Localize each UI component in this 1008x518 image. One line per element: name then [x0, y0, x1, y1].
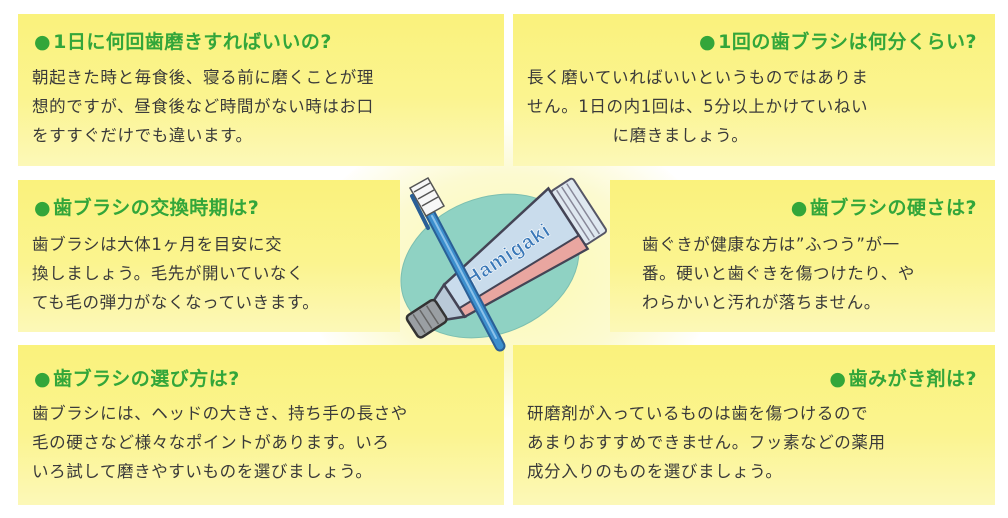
faq-answer: 朝起きた時と毎食後、寝る前に磨くことが理想的ですが、昼食後など時間がない時はお口… — [32, 63, 500, 150]
faq-answer: 歯ブラシは大体1ヶ月を目安に交換しましょう。毛先が開いていなくても毛の弾力がなく… — [32, 230, 392, 317]
answer-line: 歯ブラシは大体1ヶ月を目安に交 — [32, 235, 283, 254]
tube-cap — [405, 298, 448, 339]
bullet-icon: ● — [34, 368, 52, 390]
faq-question: ●1回の歯ブラシは何分くらい? — [699, 31, 977, 53]
answer-line: に磨きましょう。 — [527, 126, 749, 145]
faq-question: ●歯みがき剤は? — [829, 368, 977, 390]
answer-line: 成分入りのものを選びましょう。 — [527, 462, 783, 481]
answer-line: あまりおすすめできません。フッ素などの薬用 — [527, 433, 886, 452]
answer-line: ても毛の弾力がなくなっていきます。 — [32, 293, 320, 312]
answer-line: 換しましょう。毛先が開いていなく — [32, 264, 305, 283]
bullet-icon: ● — [790, 197, 808, 219]
answer-line: せん。1日の内1回は、5分以上かけていねい — [527, 97, 869, 116]
faq-question: ●1日に何回歯磨きすればいいの? — [34, 31, 332, 53]
faq-question: ●歯ブラシの交換時期は? — [34, 197, 260, 219]
answer-line: いろ試して磨きやすいものを選びましょう。 — [32, 462, 373, 481]
faq-question: ●歯ブラシの選び方は? — [34, 368, 240, 390]
faq-card-brushing-frequency: ●1日に何回歯磨きすればいいの? 朝起きた時と毎食後、寝る前に磨くことが理想的で… — [18, 14, 504, 166]
faq-question: ●歯ブラシの硬さは? — [790, 197, 977, 219]
faq-card-how-to-choose: ●歯ブラシの選び方は? 歯ブラシには、ヘッドの大きさ、持ち手の長さや毛の硬さなど… — [18, 345, 504, 505]
answer-line: をすすぐだけでも違います。 — [32, 126, 253, 145]
bullet-icon: ● — [699, 31, 717, 53]
faq-card-toothpaste: ●歯みがき剤は? 研磨剤が入っているものは歯を傷つけるのであまりおすすめできませ… — [513, 345, 995, 505]
answer-line: 朝起きた時と毎食後、寝る前に磨くことが理 — [32, 68, 374, 87]
answer-line: 番。硬いと歯ぐきを傷つけたり、や — [642, 264, 915, 283]
bullet-icon: ● — [34, 197, 52, 219]
answer-line: 歯ぐきが健康な方は”ふつう”が一 — [642, 235, 900, 254]
faq-answer: 研磨剤が入っているものは歯を傷つけるのであまりおすすめできません。フッ素などの薬… — [527, 399, 989, 486]
faq-card-bristle-firmness: ●歯ブラシの硬さは? 歯ぐきが健康な方は”ふつう”が一番。硬いと歯ぐきを傷つけた… — [610, 180, 995, 332]
answer-line: 長く磨いていればいいというものではありま — [527, 68, 869, 87]
answer-line: 毛の硬さなど様々なポイントがあります。いろ — [32, 433, 390, 452]
toothbrush-icon — [408, 176, 506, 352]
faq-answer: 歯ブラシには、ヘッドの大きさ、持ち手の長さや毛の硬さなど様々なポイントがあります… — [32, 399, 500, 486]
answer-line: 研磨剤が入っているものは歯を傷つけるので — [527, 404, 869, 423]
bullet-icon: ● — [34, 31, 52, 53]
toothpaste-toothbrush-illustration: Hamigaki — [400, 176, 608, 352]
bullet-icon: ● — [829, 368, 847, 390]
faq-answer: 歯ぐきが健康な方は”ふつう”が一番。硬いと歯ぐきを傷つけたり、やわらかいと汚れが… — [642, 230, 992, 317]
answer-line: 歯ブラシには、ヘッドの大きさ、持ち手の長さや — [32, 404, 408, 423]
faq-answer: 長く磨いていればいいというものではありません。1日の内1回は、5分以上かけていね… — [527, 63, 989, 150]
answer-line: わらかいと汚れが落ちません。 — [642, 293, 881, 312]
faq-card-replacement-timing: ●歯ブラシの交換時期は? 歯ブラシは大体1ヶ月を目安に交換しましょう。毛先が開い… — [18, 180, 400, 332]
faq-card-brushing-duration: ●1回の歯ブラシは何分くらい? 長く磨いていればいいというものではありません。1… — [513, 14, 995, 166]
toothpaste-tube-icon: Hamigaki — [405, 177, 608, 339]
answer-line: 想的ですが、昼食後など時間がない時はお口 — [32, 97, 374, 116]
